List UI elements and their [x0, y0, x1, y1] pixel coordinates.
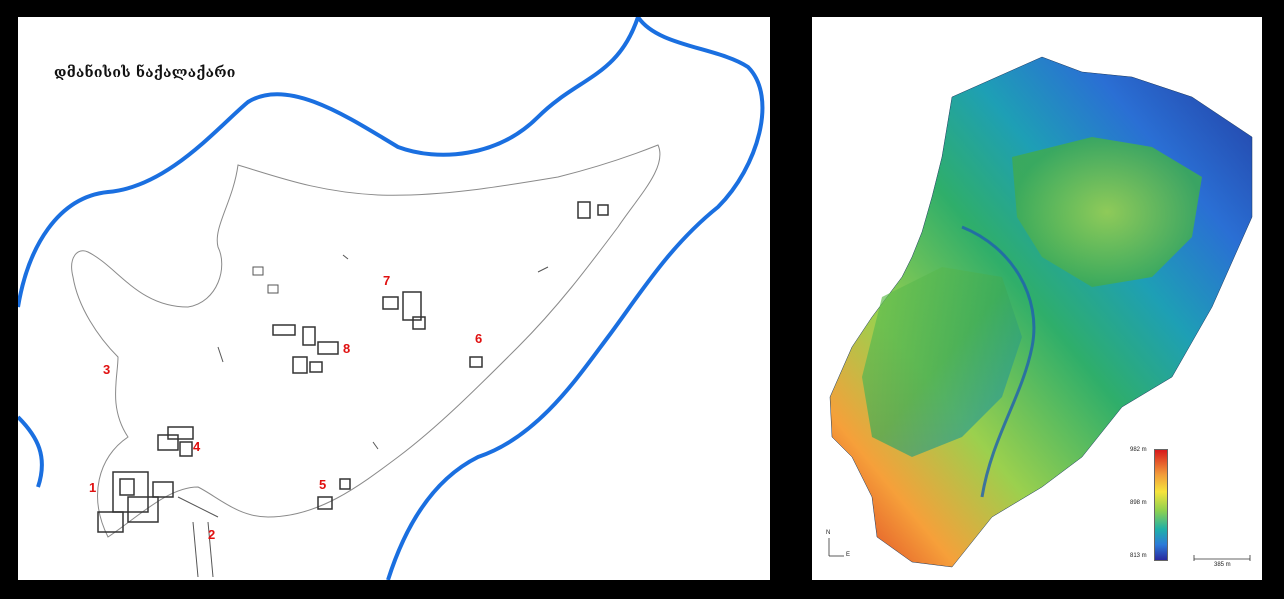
building-cluster-1	[97, 471, 174, 533]
river-north	[18, 17, 640, 308]
site-label-2: 2	[208, 527, 216, 542]
ridge-area	[862, 267, 1022, 457]
site-label-8: 8	[343, 341, 351, 356]
scale-label: 385 m	[1214, 562, 1231, 568]
legend-mid: 898 m	[1130, 500, 1147, 506]
map-title: დმანისის ნაქალაქარი	[54, 65, 236, 81]
north-arrow: N E	[824, 530, 854, 560]
scale-bar: 385 m	[1192, 555, 1252, 569]
legend-min: 813 m	[1130, 553, 1147, 559]
building-cluster-5	[317, 478, 351, 510]
site-label-5: 5	[319, 477, 327, 492]
site-outline	[71, 144, 661, 538]
north-arrow-icon	[828, 538, 844, 557]
building-cluster-8	[272, 324, 339, 374]
river-east	[386, 17, 765, 580]
scale-bar-line	[1193, 555, 1251, 561]
site-label-3: 3	[103, 362, 111, 377]
plateau-area	[1012, 137, 1202, 287]
river-channel	[961, 225, 1036, 498]
elevation-legend: 982 m 898 m 813 m	[1130, 447, 1202, 567]
site-label-7: 7	[383, 273, 391, 288]
elevation-model-map: 982 m 898 m 813 m N E 385 m	[812, 17, 1262, 580]
dem-drawing	[829, 56, 1253, 568]
site-label-1: 1	[89, 480, 97, 495]
river-west	[18, 415, 44, 488]
legend-color-bar	[1154, 449, 1168, 561]
legend-max: 982 m	[1130, 447, 1147, 453]
east-label: E	[846, 552, 851, 558]
site-plan-map: დმანისის ნაქალაქარი 1 2 3 4 5 6 7 8	[18, 17, 770, 580]
building-cluster-7	[382, 291, 426, 330]
misc-features	[177, 254, 549, 578]
site-label-6: 6	[475, 331, 483, 346]
site-label-4: 4	[193, 439, 201, 454]
building-cluster-4	[157, 426, 194, 457]
north-label: N	[826, 530, 831, 536]
site-plan-drawing	[18, 17, 765, 580]
building-cluster-6	[469, 201, 609, 368]
